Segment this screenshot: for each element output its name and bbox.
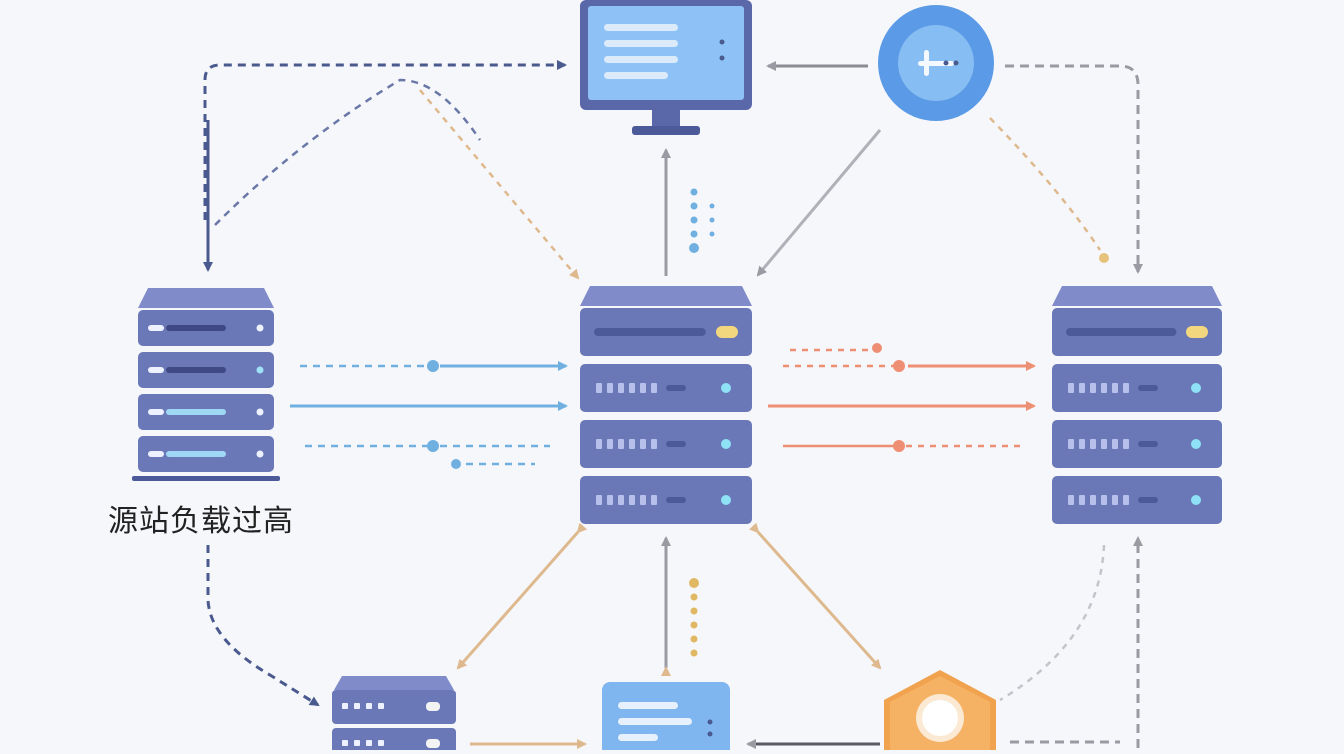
circle-to-central-arrow: [756, 129, 882, 277]
circle-to-edge-arrow: [1005, 64, 1143, 274]
server-top: [138, 288, 274, 308]
sync-dots-bottom: [689, 578, 699, 657]
request-dot-1: [427, 360, 439, 372]
server-top: [580, 286, 752, 306]
return-dot-1: [872, 343, 882, 353]
request-dot-4: [451, 459, 461, 469]
server-unit: [1052, 364, 1222, 412]
shield-icon: [884, 670, 996, 754]
central-server-icon: [580, 286, 752, 524]
circle-to-edge-tan-line: [989, 117, 1102, 251]
edge-server-icon: [1052, 286, 1222, 524]
connectors: [203, 60, 1143, 749]
server-top: [1052, 286, 1222, 306]
server-unit: [1052, 476, 1222, 524]
sync-dots-top: [689, 188, 715, 253]
central-to-shield-tan-arrow: [748, 522, 882, 670]
edge-down-line: [999, 544, 1106, 702]
origin-overload-label: 源站负载过高: [108, 504, 294, 539]
origin-to-monitor-arrow: [203, 60, 567, 220]
origin-server-icon: [132, 288, 280, 481]
return-dot-4: [893, 440, 905, 452]
tan-dot: [1099, 253, 1109, 263]
origin-to-central-tan-arrow: [419, 89, 580, 280]
central-to-cache-tan-arrow: [456, 522, 588, 670]
origin-loop-curve: [214, 78, 482, 226]
server-unit: [1052, 420, 1222, 468]
monitor-icon: [580, 0, 752, 135]
request-dot-3: [427, 440, 439, 452]
cache-server-icon: [332, 676, 456, 754]
origin-to-cache-arrow: [206, 545, 320, 707]
return-dot-2: [893, 360, 905, 372]
panel-icon: [602, 682, 730, 754]
add-node-icon: [878, 5, 994, 121]
